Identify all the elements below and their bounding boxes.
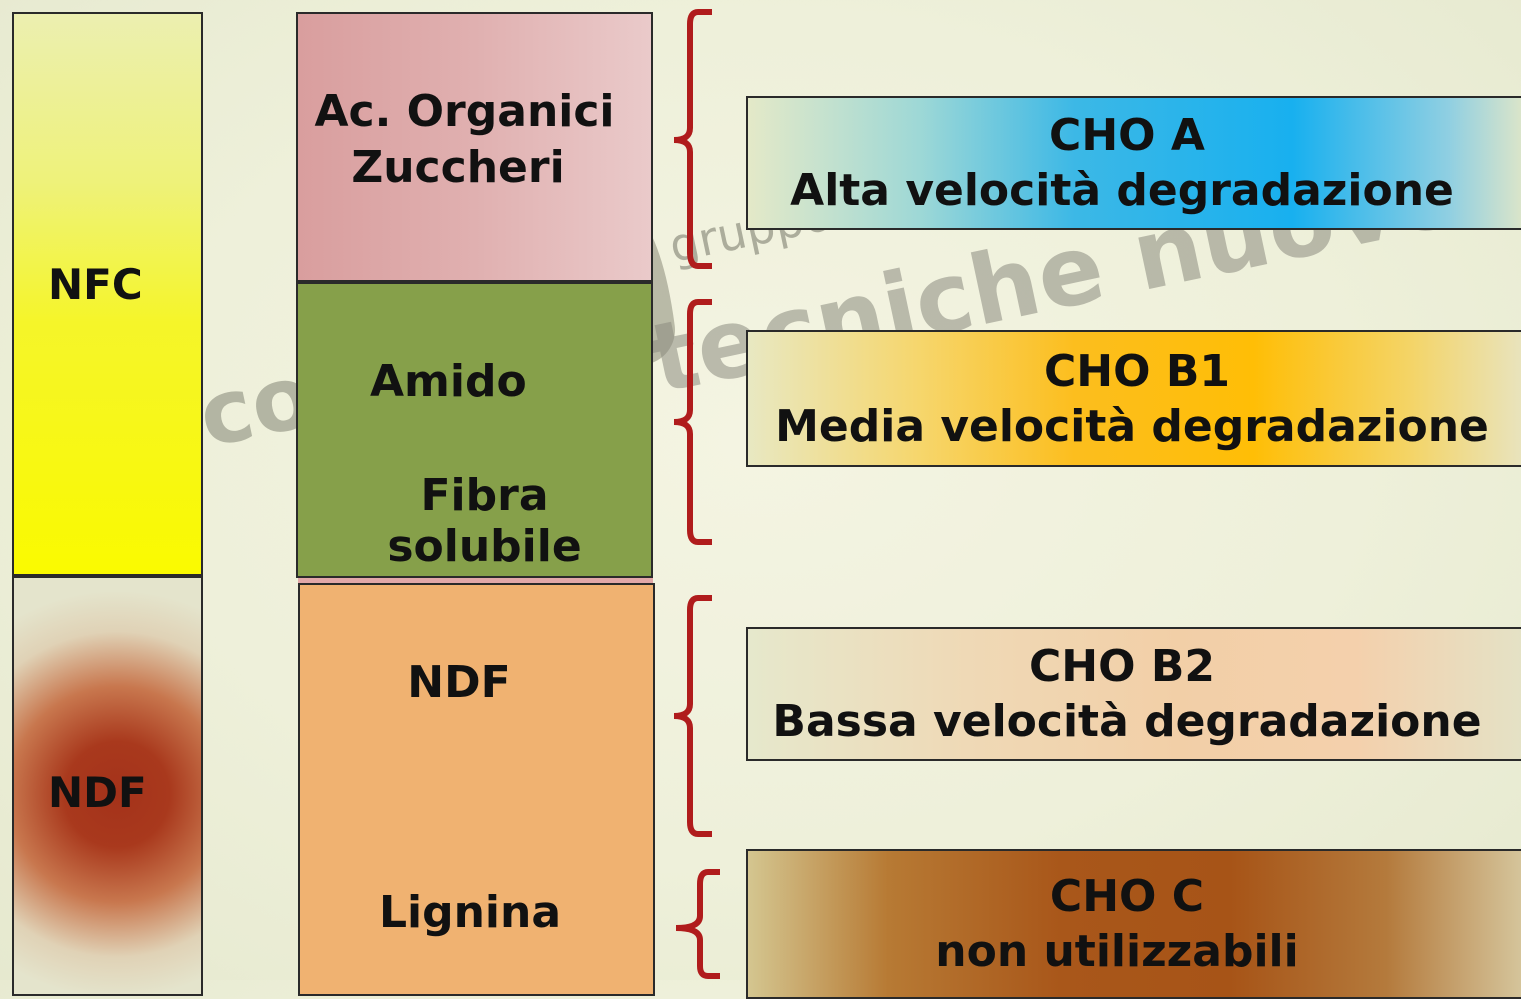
category-box-cho-b1: CHO B1 Media velocità degradazione: [746, 330, 1521, 467]
lignin-label: Lignina: [378, 887, 562, 938]
category-subtitle: Media velocità degradazione: [775, 400, 1489, 452]
brace-cho-b1: [673, 299, 712, 545]
brace-cho-b2: [673, 595, 712, 837]
category-title: CHO B1: [1044, 345, 1230, 397]
category-title: CHO B2: [1029, 641, 1215, 692]
soluble-fiber-label: Fibra solubile: [387, 470, 582, 572]
divider-strip: [298, 578, 653, 583]
category-title: CHO A: [1049, 110, 1205, 161]
ndf-block: NDF: [12, 576, 203, 996]
brace-cho-a: [673, 9, 712, 269]
nfc-block: NFC: [12, 12, 203, 576]
category-subtitle: Bassa velocità degradazione: [772, 696, 1482, 747]
category-box-cho-c: CHO C non utilizzabili: [746, 849, 1521, 999]
starch-block: Amido Fibra solubile: [296, 282, 653, 578]
braces: [673, 9, 720, 979]
ndf-left-label: NDF: [48, 768, 147, 817]
sugars-label: Zuccheri: [351, 142, 565, 193]
starch-label: Amido: [370, 356, 527, 407]
category-box-cho-b2: CHO B2 Bassa velocità degradazione: [746, 627, 1521, 761]
organic-acids-label: Ac. Organici: [314, 86, 615, 137]
category-subtitle: non utilizzabili: [935, 926, 1299, 977]
nfc-label: NFC: [48, 260, 143, 309]
category-title: CHO C: [1049, 871, 1205, 922]
category-subtitle: Alta velocità degradazione: [790, 165, 1454, 216]
brace-cho-c: [675, 869, 720, 979]
organic-acids-block: Ac. Organici Zuccheri: [296, 12, 653, 282]
category-box-cho-a: CHO A Alta velocità degradazione: [746, 96, 1521, 230]
ndf-middle-label: NDF: [407, 657, 511, 708]
ndf-lignin-block: NDF Lignina: [298, 583, 655, 996]
